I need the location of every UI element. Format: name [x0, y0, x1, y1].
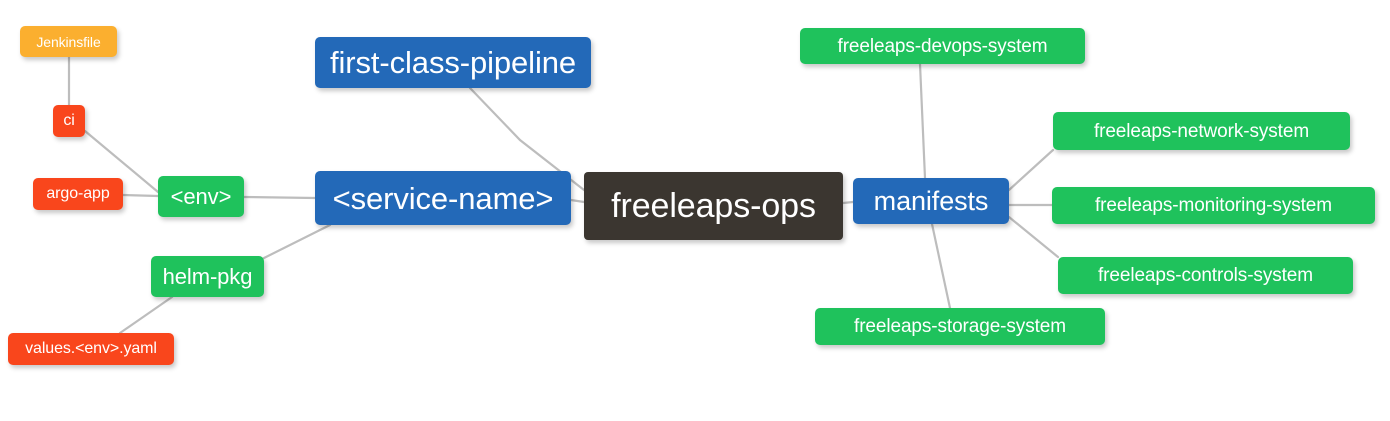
node-ci[interactable]: ci — [53, 105, 85, 137]
edge-helm-pkg-values — [118, 295, 174, 335]
node-helm-pkg[interactable]: helm-pkg — [151, 256, 264, 297]
node-values-env-yaml[interactable]: values.<env>.yaml — [8, 333, 174, 365]
node-manifests[interactable]: manifests — [853, 178, 1009, 224]
node-argo-app[interactable]: argo-app — [33, 178, 123, 210]
node-jenkinsfile[interactable]: Jenkinsfile — [20, 26, 117, 57]
edge-service-name-env — [242, 195, 317, 200]
node-freeleaps-controls-system[interactable]: freeleaps-controls-system — [1058, 257, 1353, 294]
node-freeleaps-network-system[interactable]: freeleaps-network-system — [1053, 112, 1350, 150]
edge-manifests-network — [1007, 148, 1055, 192]
node-first-class-pipeline[interactable]: first-class-pipeline — [315, 37, 591, 88]
edge-manifests-controls — [1007, 215, 1060, 259]
edge-service-name-helm-pkg — [262, 223, 332, 260]
edge-root-manifests — [841, 200, 855, 205]
edge-manifests-devops — [918, 62, 927, 180]
edge-root-service-name — [569, 198, 586, 204]
edge-env-argo-app — [121, 193, 160, 198]
node-service-name[interactable]: <service-name> — [315, 171, 571, 225]
node-env[interactable]: <env> — [158, 176, 244, 217]
edge-manifests-storage — [930, 222, 952, 310]
node-freeleaps-storage-system[interactable]: freeleaps-storage-system — [815, 308, 1105, 345]
node-freeleaps-devops-system[interactable]: freeleaps-devops-system — [800, 28, 1085, 64]
node-freeleaps-monitoring-system[interactable]: freeleaps-monitoring-system — [1052, 187, 1375, 224]
node-root[interactable]: freeleaps-ops — [584, 172, 843, 240]
